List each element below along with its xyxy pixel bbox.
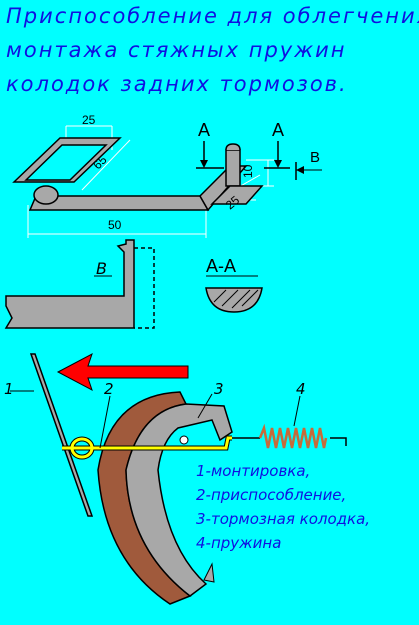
pry-bar	[29, 353, 94, 517]
label-a-right: A	[272, 120, 284, 140]
rod-body	[12, 137, 264, 212]
title-line-3: колодок задних тормозов.	[6, 72, 348, 96]
title-line-1: Приспособление для облегчения	[6, 4, 419, 28]
part-number-3: 3	[214, 380, 224, 398]
legend-item-2: 2-приспособление,	[196, 486, 346, 504]
view-b: B	[4, 239, 155, 329]
part-number-4: 4	[296, 380, 306, 398]
legend-item-1: 1-монтировка,	[196, 462, 310, 480]
dim-length: 50	[108, 218, 122, 232]
legend: 1-монтировка, 2-приспособление, 3-тормоз…	[196, 462, 370, 552]
section-markers: A A B	[196, 120, 322, 180]
title-line-2: монтажа стяжных пружин	[6, 38, 347, 62]
part-number-1: 1	[4, 380, 14, 398]
legend-item-3: 3-тормозная колодка,	[196, 510, 370, 528]
leader-lines	[10, 390, 301, 449]
label-a-a: A-A	[206, 256, 236, 276]
tool-3d-sketch: 25 65 10 25 50	[12, 113, 274, 238]
spring	[232, 437, 347, 446]
legend-item-4: 4-пружина	[196, 534, 281, 552]
part-number-2: 2	[104, 380, 114, 398]
label-b-view: B	[96, 259, 107, 278]
dim-width: 25	[82, 113, 96, 127]
dim-height: 10	[241, 164, 255, 178]
section-a-a: A-A	[205, 256, 263, 313]
direction-arrow	[56, 352, 189, 392]
label-b-top: B	[310, 149, 320, 166]
brake-assembly	[29, 353, 347, 605]
label-a-left: A	[198, 120, 210, 140]
